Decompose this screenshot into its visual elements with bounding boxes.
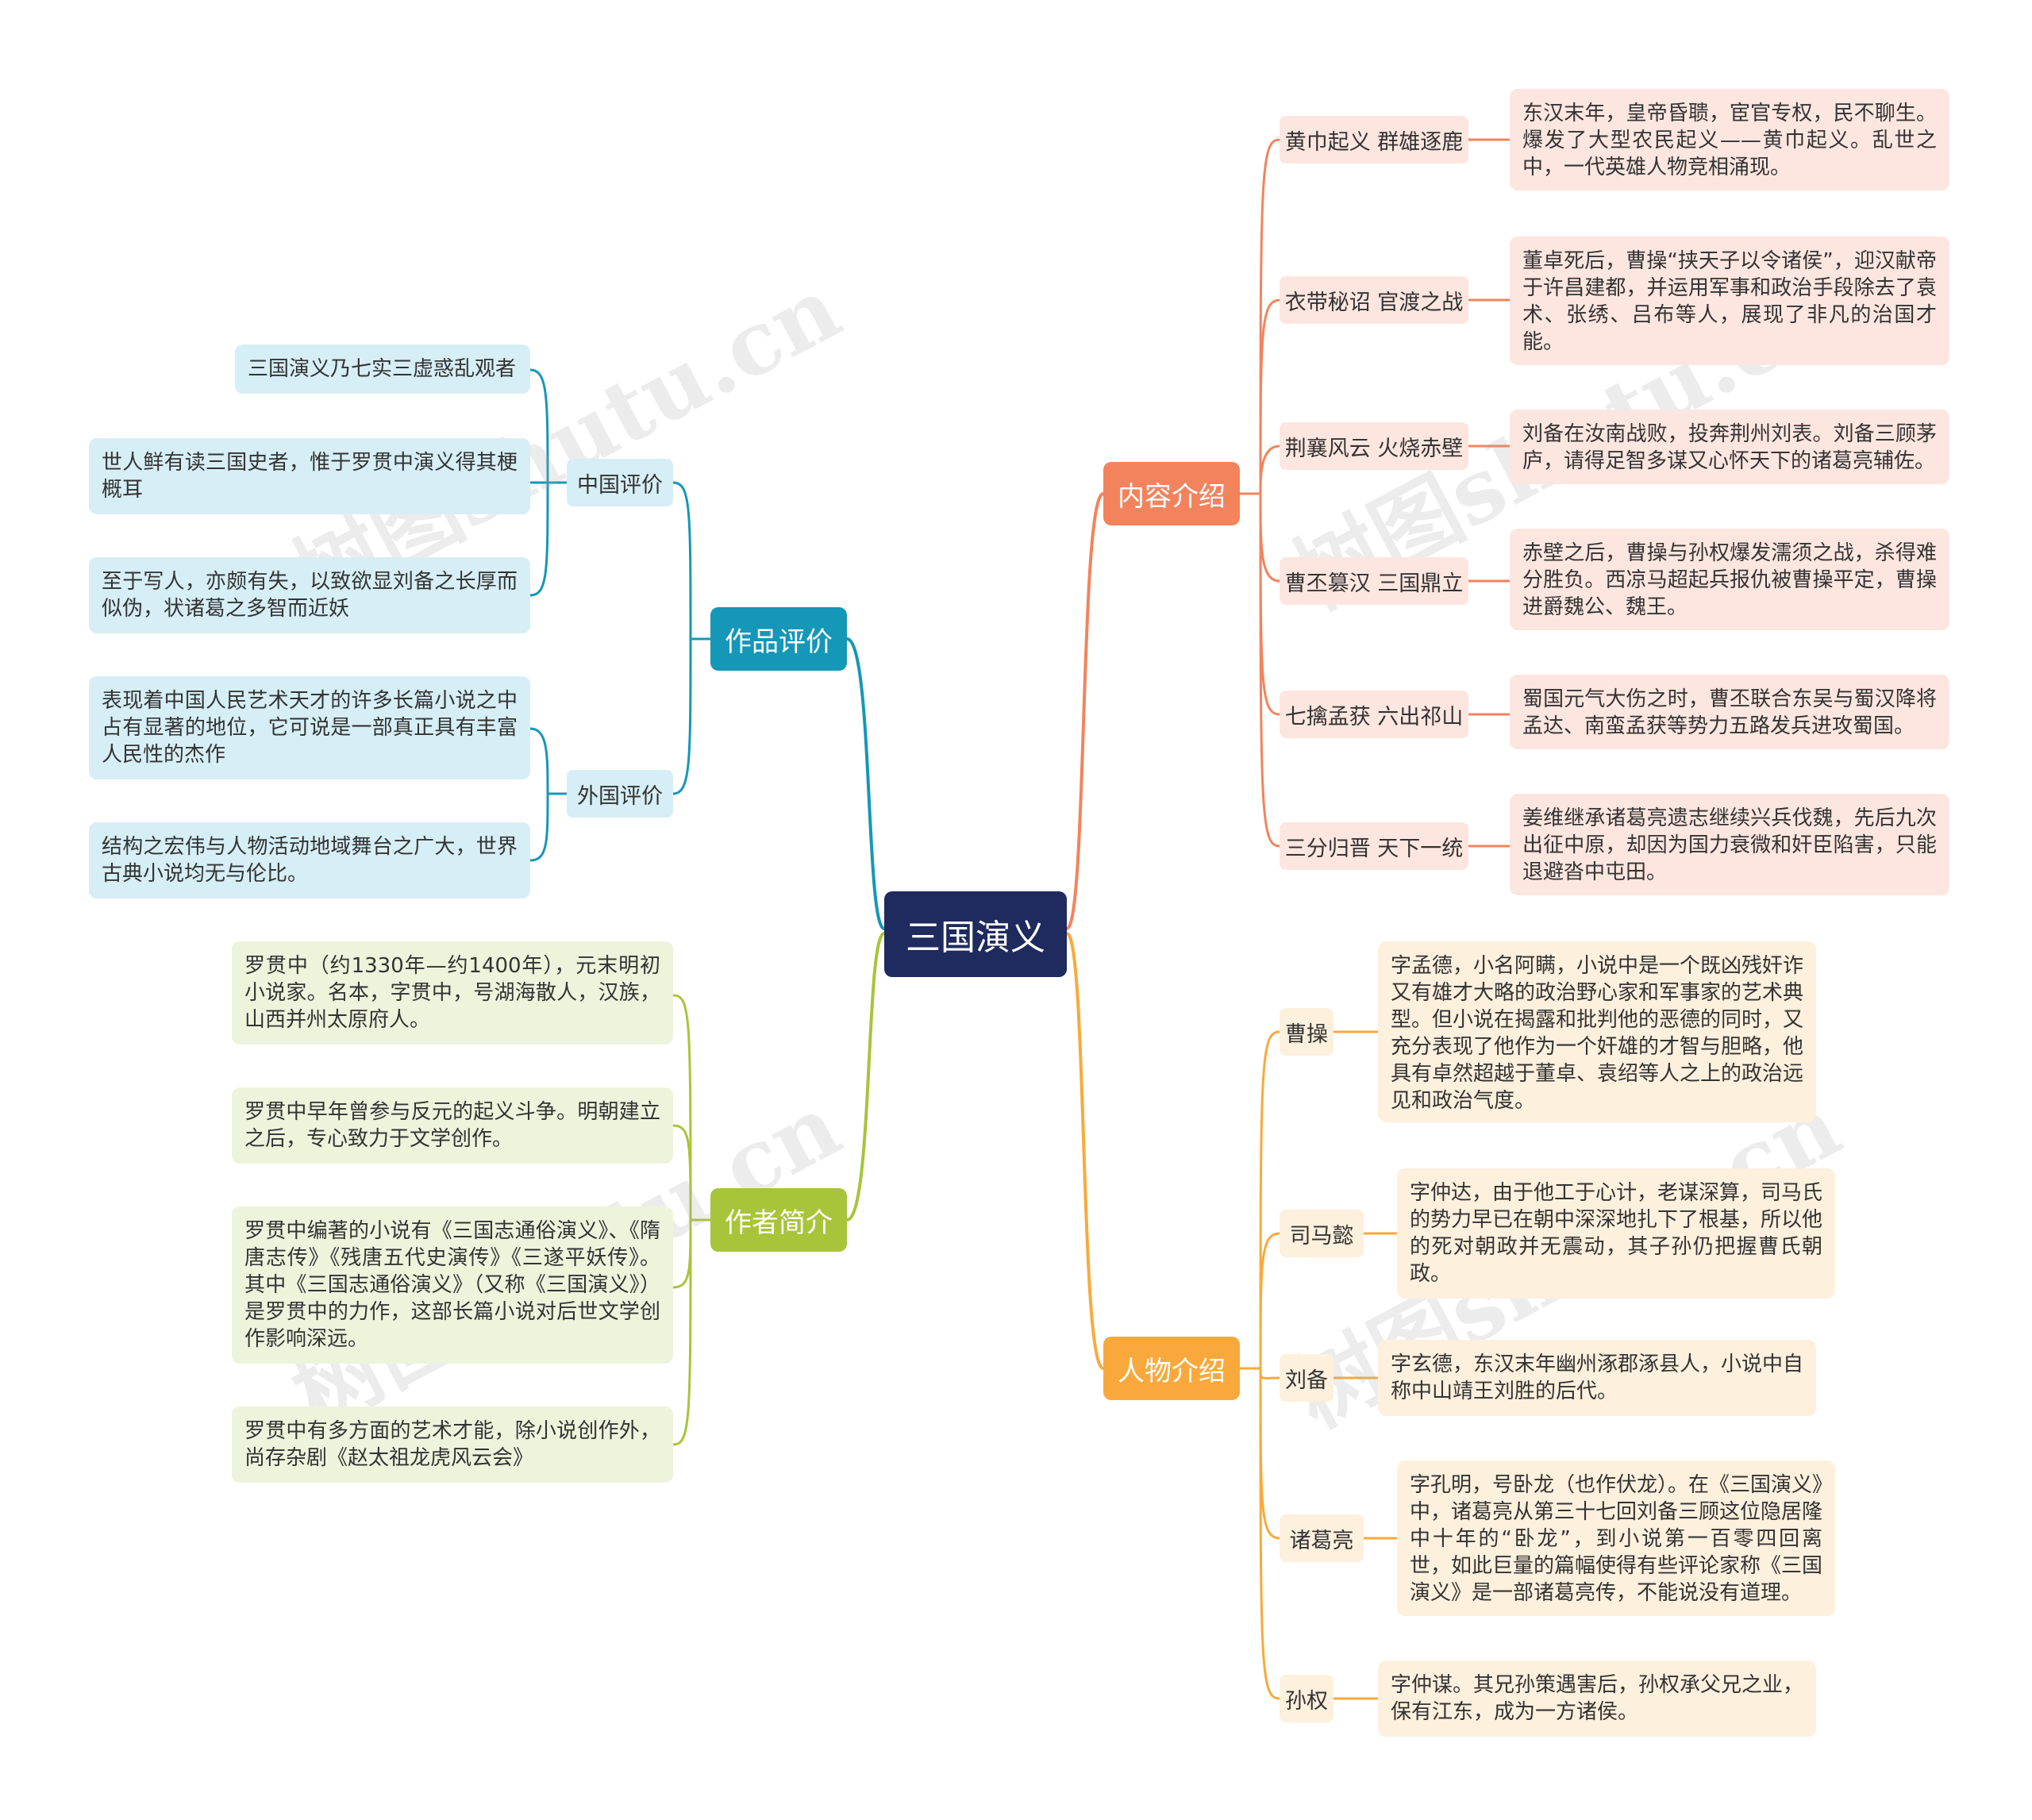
character-detail: 字孔明，号卧龙（也作伏龙）。在《三国演义》中，诸葛亮从第三十七回刘备三顾这位隐居… — [1397, 1460, 1835, 1616]
subtopic-label[interactable]: 曹丕篡汉 三国鼎立 — [1280, 557, 1468, 605]
branch-characters[interactable]: 人物介绍 — [1103, 1337, 1240, 1400]
author-detail: 罗贯中有多方面的艺术才能，除小说创作外，尚存杂剧《赵太祖龙虎风云会》 — [232, 1406, 673, 1483]
character-label[interactable]: 孙权 — [1280, 1675, 1334, 1722]
evaluation-china[interactable]: 中国评价 — [567, 459, 673, 506]
evaluation-quote: 结构之宏伟与人物活动地域舞台之广大，世界古典小说均无与伦比。 — [89, 822, 530, 898]
character-label[interactable]: 曹操 — [1280, 1008, 1334, 1056]
content-detail: 东汉末年，皇帝昏聩，宦官专权，民不聊生。爆发了大型农民起义——黄巾起义。乱世之中… — [1510, 89, 1949, 190]
evaluation-quote: 至于写人，亦颇有失，以致欲显刘备之长厚而似伪，状诸葛之多智而近妖 — [89, 557, 530, 633]
evaluation-quote: 三国演义乃七实三虚惑乱观者 — [235, 344, 530, 394]
subtopic-label[interactable]: 衣带秘诏 官渡之战 — [1280, 276, 1468, 324]
character-detail: 字仲谋。其兄孙策遇害后，孙权承父兄之业，保有江东，成为一方诸侯。 — [1378, 1660, 1816, 1737]
subtopic-label[interactable]: 黄巾起义 群雄逐鹿 — [1280, 116, 1468, 164]
evaluation-foreign[interactable]: 外国评价 — [567, 770, 673, 818]
branch-evaluation[interactable]: 作品评价 — [710, 607, 847, 671]
author-detail: 罗贯中编著的小说有《三国志通俗演义》、《隋唐志传》《残唐五代史演传》《三遂平妖传… — [232, 1206, 673, 1364]
character-detail: 字玄德，东汉末年幽州涿郡涿县人，小说中自称中山靖王刘胜的后代。 — [1378, 1340, 1816, 1416]
content-detail: 董卓死后，曹操“挟天子以令诸侯”，迎汉献帝于许昌建都，并运用军事和政治手段除去了… — [1510, 237, 1949, 365]
evaluation-quote: 世人鲜有读三国史者，惟于罗贯中演义得其梗概耳 — [89, 438, 530, 514]
author-detail: 罗贯中（约1330年—约1400年），元末明初小说家。名本，字贯中，号湖海散人，… — [232, 941, 673, 1045]
character-label[interactable]: 诸葛亮 — [1280, 1514, 1364, 1562]
content-detail: 赤壁之后，曹操与孙权爆发濡须之战，杀得难分胜负。西凉马超起兵报仇被曹操平定，曹操… — [1510, 529, 1949, 630]
branch-author[interactable]: 作者简介 — [710, 1188, 847, 1252]
subtopic-label[interactable]: 七擒孟获 六出祁山 — [1280, 691, 1468, 738]
character-detail: 字仲达，由于他工于心计，老谋深算，司马氏的势力早已在朝中深深地扎下了根基，所以他… — [1397, 1168, 1835, 1299]
root-topic[interactable]: 三国演义 — [884, 891, 1067, 977]
evaluation-quote: 表现着中国人民艺术天才的许多长篇小说之中占有显著的地位，它可说是一部真正具有丰富… — [89, 676, 530, 779]
author-detail: 罗贯中早年曾参与反元的起义斗争。明朝建立之后，专心致力于文学创作。 — [232, 1087, 673, 1164]
character-label[interactable]: 刘备 — [1280, 1354, 1334, 1402]
content-detail: 姜维继承诸葛亮遗志继续兴兵伐魏，先后九次出征中原，却因为国力衰微和奸臣陷害，只能… — [1510, 794, 1949, 895]
branch-content-intro[interactable]: 内容介绍 — [1103, 462, 1240, 525]
content-detail: 蜀国元气大伤之时，曹丕联合东吴与蜀汉降将孟达、南蛮孟获等势力五路发兵进攻蜀国。 — [1510, 675, 1949, 749]
character-detail: 字孟德，小名阿瞒，小说中是一个既凶残奸诈又有雄才大略的政治野心家和军事家的艺术典… — [1378, 941, 1816, 1122]
character-label[interactable]: 司马懿 — [1280, 1210, 1364, 1257]
content-detail: 刘备在汝南战败，投奔荆州刘表。刘备三顾茅庐，请得足智多谋又心怀天下的诸葛亮辅佐。 — [1510, 410, 1949, 484]
subtopic-label[interactable]: 荆襄风云 火烧赤壁 — [1280, 422, 1468, 470]
subtopic-label[interactable]: 三分归晋 天下一统 — [1280, 822, 1468, 870]
